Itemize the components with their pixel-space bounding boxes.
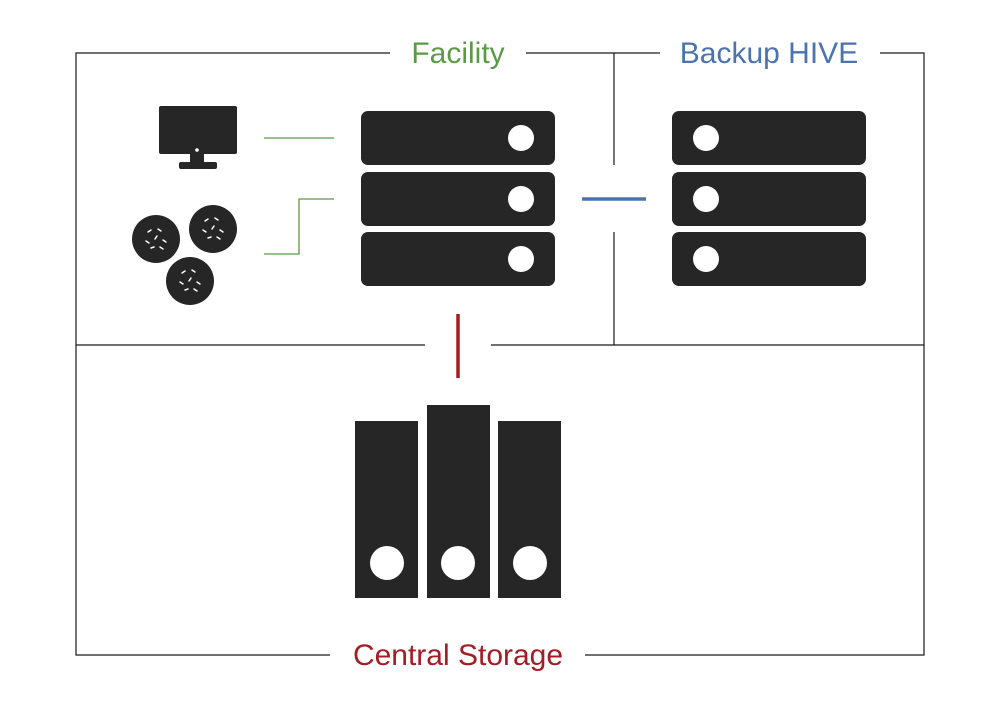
central-storage-label: Central Storage xyxy=(353,639,563,672)
server-rack-icon xyxy=(672,111,866,286)
backup-border-right xyxy=(614,52,925,346)
server-rack-icon xyxy=(361,111,555,286)
server-unit xyxy=(361,111,555,165)
monitor-icon xyxy=(159,106,237,169)
petri-dish-icon xyxy=(132,205,237,305)
facility-label: Facility xyxy=(411,37,504,70)
storage-tower xyxy=(498,421,561,598)
server-unit xyxy=(361,232,555,286)
server-unit xyxy=(672,172,866,226)
storage-tower-icon xyxy=(355,405,561,598)
server-unit xyxy=(672,111,866,165)
facility-border xyxy=(75,52,425,346)
petri-dish xyxy=(166,257,214,305)
samples-connector xyxy=(264,198,334,255)
storage-tower xyxy=(427,405,490,598)
server-unit xyxy=(361,172,555,226)
server-unit xyxy=(672,232,866,286)
petri-dish xyxy=(132,215,180,263)
backup-label: Backup HIVE xyxy=(680,37,858,70)
region-borders xyxy=(75,52,925,656)
petri-dish xyxy=(189,205,237,253)
storage-tower xyxy=(355,421,418,598)
facility-connectors xyxy=(264,137,334,255)
central-border xyxy=(75,345,330,656)
central-border-right xyxy=(585,345,925,656)
